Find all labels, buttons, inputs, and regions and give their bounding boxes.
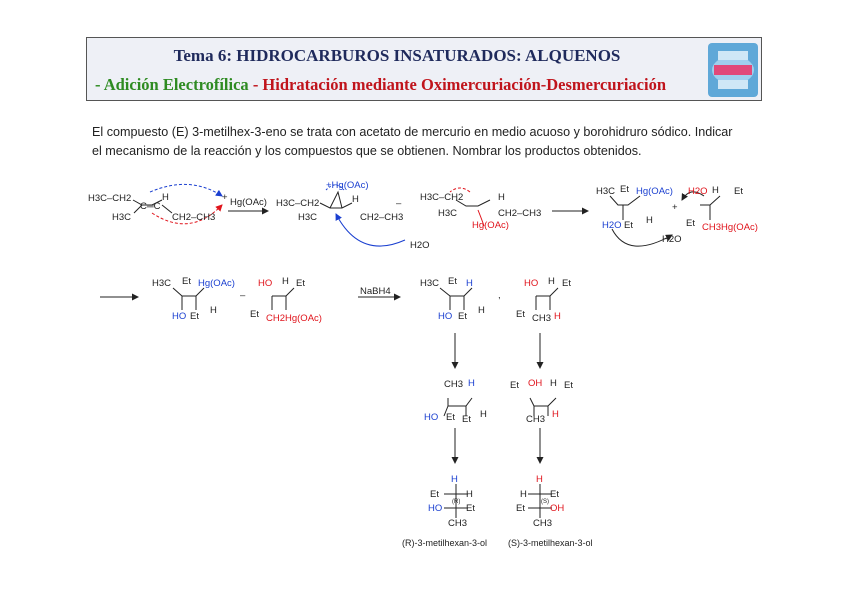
row3-a-et2: Et — [462, 414, 471, 425]
adduct2-et2: Et — [686, 218, 695, 229]
fischer-a-top: H — [451, 474, 458, 485]
adduct2-ch3hg: CH3Hg(OAc) — [702, 222, 758, 233]
university-logo-icon — [708, 43, 758, 97]
fischer-b-oh: OH — [550, 503, 565, 514]
row3-b-h: H — [550, 378, 557, 389]
reactant-ch3: H3C — [112, 212, 132, 223]
row2-d-ch3: CH3 — [532, 313, 552, 324]
product-name-s: (S)-3-metilhexan-3-ol — [508, 538, 593, 548]
problem-line-2: el mecanismo de la reacción y los compue… — [92, 144, 642, 158]
mercurinium-tail: CH2–CH3 — [360, 212, 404, 223]
fischer-b-et: Et — [550, 489, 559, 500]
row3-a-et: Et — [446, 412, 455, 423]
row2-c-h2: H — [478, 305, 485, 316]
row2-a-ho: HO — [172, 311, 187, 322]
fischer-a-config: (R) — [452, 499, 461, 505]
adduct1-et2: Et — [624, 220, 633, 231]
row3-a-h: H — [468, 378, 475, 389]
product-name-r: (R)-3-metilhexan-3-ol — [402, 538, 488, 548]
row3-a-h2: H — [480, 409, 487, 420]
fischer-b-config: (S) — [541, 499, 549, 505]
reagent-hg-oac: Hg(OAc) — [230, 197, 267, 208]
mercurinium-left: H3C–CH2 — [276, 198, 320, 209]
row2-c-ch3: H3C — [420, 278, 440, 289]
row2-b-ho: HO — [258, 278, 273, 289]
row2-a-et2: Et — [190, 311, 199, 322]
adduct2-plus: + — [672, 202, 678, 213]
page-title: Tema 6: HIDROCARBUROS INSATURADOS: ALQUE… — [173, 46, 621, 65]
row2-b-ch2hg: CH2Hg(OAc) — [266, 313, 322, 324]
reactant-left: H3C–CH2 — [88, 193, 132, 204]
row3-a-ho: HO — [424, 412, 439, 423]
water-1: H2O — [410, 240, 430, 251]
nabh4-reagent: NaBH4 — [360, 286, 391, 297]
header-box: Tema 6: HIDROCARBUROS INSATURADOS: ALQUE… — [86, 37, 762, 101]
carbocation-ch3: H3C — [438, 208, 458, 219]
comma-separator: , — [498, 290, 501, 301]
minus-1: – — [396, 198, 402, 209]
row2-d-et2: Et — [516, 309, 525, 320]
adduct1-et: Et — [620, 184, 629, 195]
reactant-h: H — [162, 192, 169, 203]
page-subtitle: - Adición Electrofílica - Hidratación me… — [95, 75, 666, 95]
minus-2: – — [240, 290, 246, 301]
subtitle-green: - Adición Electrofílica — [95, 75, 249, 94]
row2-b-et2: Et — [250, 309, 259, 320]
adduct2-h: H — [712, 185, 719, 196]
reactant-tail: CH2–CH3 — [172, 212, 216, 223]
fischer-a-et2: Et — [466, 503, 475, 514]
mercurinium-ch3: H3C — [298, 212, 318, 223]
reactant-double-bond: C═C — [140, 201, 161, 212]
row2-a-ch3: H3C — [152, 278, 172, 289]
adduct2-et: Et — [734, 186, 743, 197]
adduct1-ch3: H3C — [596, 186, 616, 197]
carbocation-tail: CH2–CH3 — [498, 208, 542, 219]
row2-b-et: Et — [296, 278, 305, 289]
water-2: H2O — [662, 234, 682, 245]
row2-d-et: Et — [562, 278, 571, 289]
subtitle-red: - Hidratación mediante Oximercuriación-D… — [248, 75, 666, 94]
row2-c-et2: Et — [458, 311, 467, 322]
fischer-b-ch3: CH3 — [533, 518, 553, 529]
row3-a-ch3: CH3 — [444, 379, 464, 390]
mercurinium-hg: +Hg(OAc) — [326, 180, 369, 191]
problem-line-1: El compuesto (E) 3-metilhex-3-eno se tra… — [92, 125, 733, 139]
problem-statement: El compuesto (E) 3-metilhex-3-eno se tra… — [92, 123, 772, 161]
row2-c-ho: HO — [438, 311, 453, 322]
fischer-a-ho: HO — [428, 503, 443, 514]
fischer-b-h: H — [520, 489, 527, 500]
row2-d-h: H — [548, 276, 555, 287]
fischer-a-ch3: CH3 — [448, 518, 468, 529]
row2-c-h: H — [466, 278, 473, 289]
row3-b-h2: H — [552, 409, 559, 420]
fischer-a-et: Et — [430, 489, 439, 500]
row3-b-et: Et — [510, 380, 519, 391]
row2-d-h2: H — [554, 311, 561, 322]
carbocation-h: H — [498, 192, 505, 203]
adduct1-h: H — [646, 215, 653, 226]
row2-c-et: Et — [448, 276, 457, 287]
fischer-b-top: H — [536, 474, 543, 485]
adduct1-h2o: H2O — [602, 220, 622, 231]
mercurinium-h: H — [352, 194, 359, 205]
adduct2-h2o: H2O — [688, 186, 708, 197]
fischer-b-et2: Et — [516, 503, 525, 514]
row2-a-hg: Hg(OAc) — [198, 278, 235, 289]
row3-b-et2: Et — [564, 380, 573, 391]
row2-a-et: Et — [182, 276, 191, 287]
reagent-plus: + — [222, 192, 228, 203]
row3-b-ch3: CH3 — [526, 414, 546, 425]
fischer-a-h: H — [466, 489, 473, 500]
carbocation-left: H3C–CH2 — [420, 192, 464, 203]
row2-a-h: H — [210, 305, 217, 316]
carbocation-hg: Hg(OAc) — [472, 220, 509, 231]
row2-b-h: H — [282, 276, 289, 287]
row3-b-oh: OH — [528, 378, 543, 389]
row2-d-ho: HO — [524, 278, 539, 289]
adduct1-hg: Hg(OAc) — [636, 186, 673, 197]
